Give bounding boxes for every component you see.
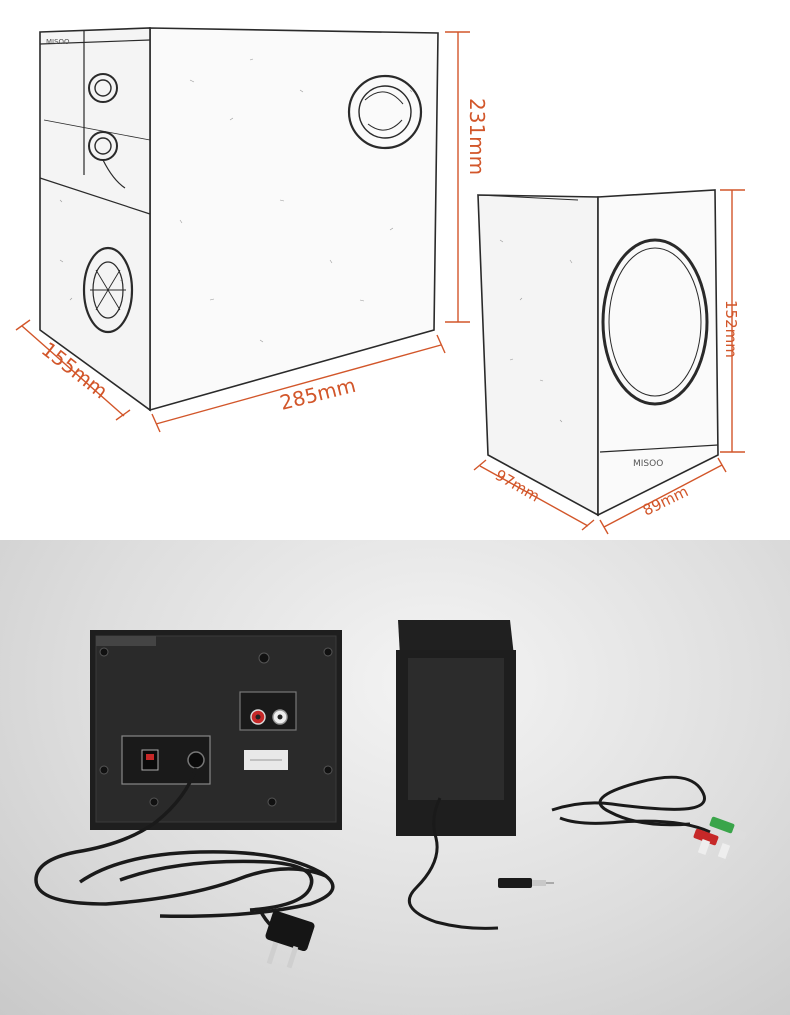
satellite-back [396, 620, 554, 930]
subwoofer-back [90, 630, 342, 830]
satellite-sketch: MISOO [477, 189, 719, 517]
power-switch-icon [141, 749, 159, 771]
power-plug-icon [265, 910, 315, 969]
rear-view-panel [0, 540, 790, 1015]
dimension-lines [15, 31, 745, 535]
dimension-drawing-panel: MISOO MISOO [15, 27, 745, 535]
satellite-logo: MISOO [633, 459, 663, 469]
rca-split-cable [551, 775, 747, 859]
subwoofer-height-label: 231mm [465, 98, 489, 175]
rca-cable-icon [498, 878, 554, 888]
rear-view-illustration [34, 620, 747, 969]
dimension-drawing: MISOO MISOO [15, 27, 745, 535]
satellite-height-label: 152mm [722, 300, 740, 358]
subwoofer-sketch: MISOO [39, 27, 439, 412]
rca-input-jacks-icon [239, 691, 297, 731]
subwoofer-logo: MISOO [46, 38, 70, 46]
